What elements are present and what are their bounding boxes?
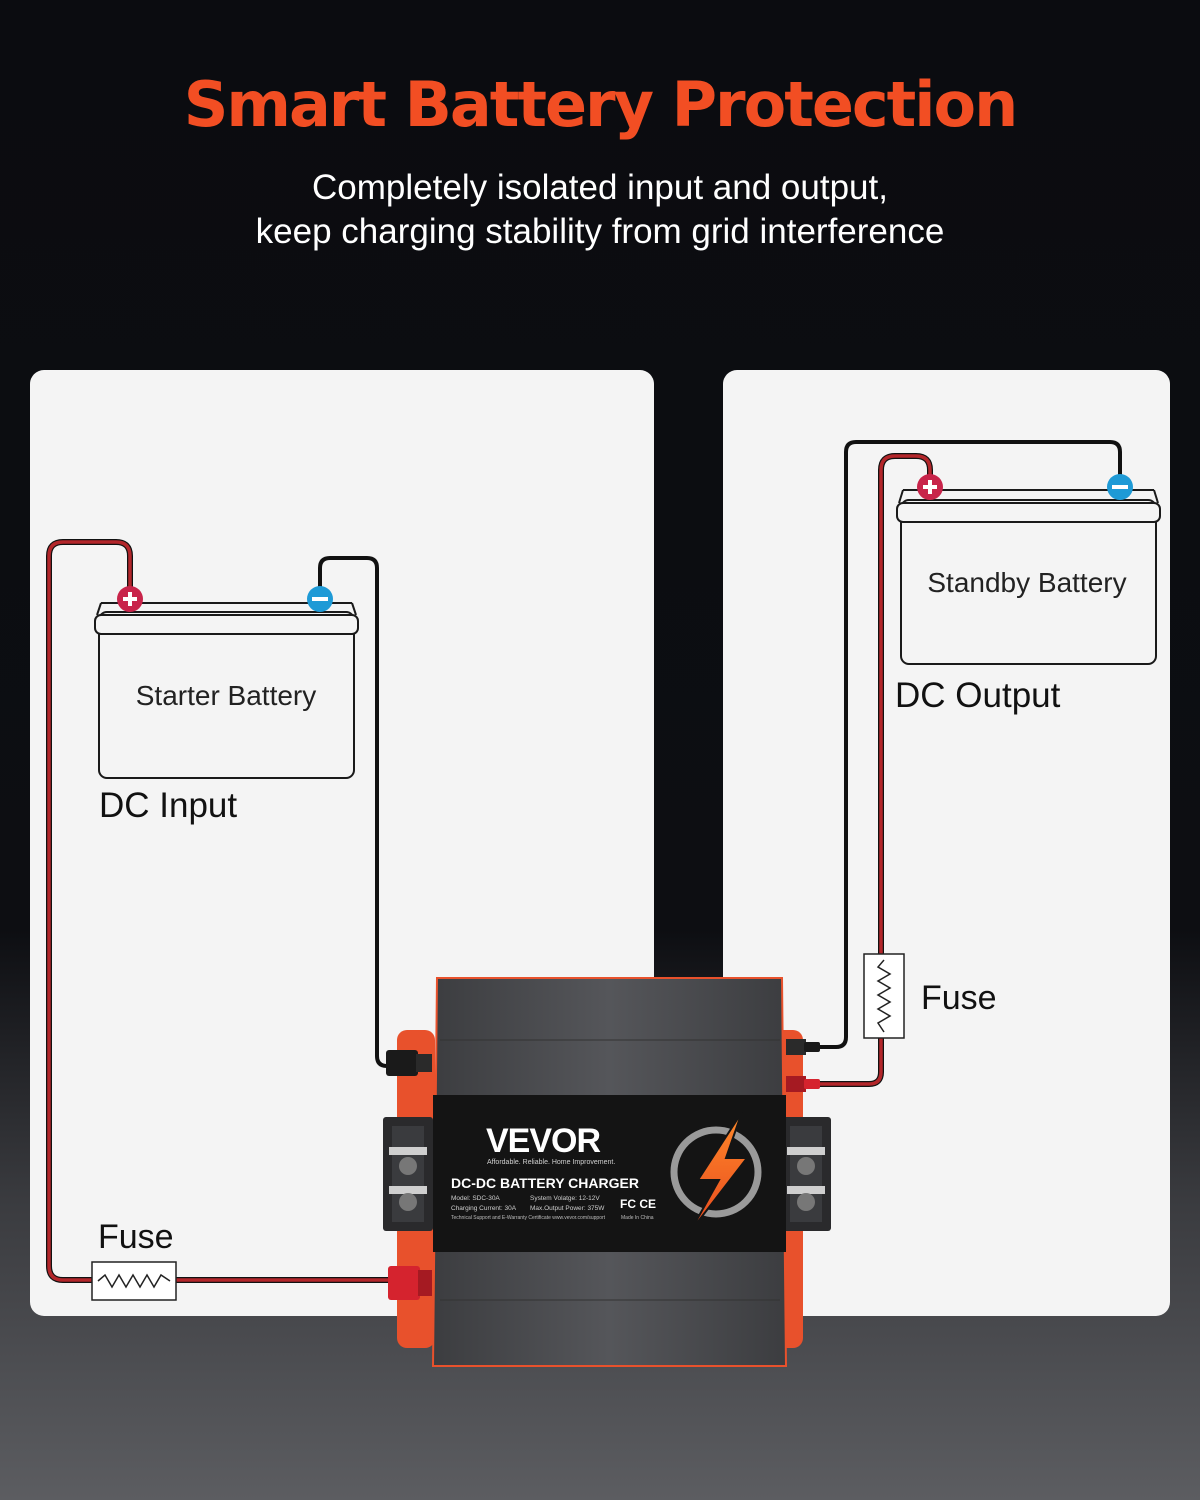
input-fuse-label: Fuse [98, 1218, 174, 1256]
standby-positive-terminal-icon [917, 474, 943, 500]
output-terminal-block [781, 1117, 831, 1231]
input-terminal-block [383, 1117, 433, 1231]
subtitle-line-2: keep charging stability from grid interf… [255, 212, 945, 251]
input-negative-connector [386, 1050, 432, 1076]
dc-output-label: DC Output [895, 676, 1061, 715]
output-negative-connector [786, 1039, 820, 1055]
spec-voltage: System Volatge: 12-12V [530, 1195, 600, 1202]
output-positive-wire [815, 453, 933, 1087]
starter-negative-terminal-icon [307, 586, 333, 612]
output-positive-connector [786, 1076, 820, 1092]
starter-battery [94, 602, 359, 779]
dc-dc-charger-device [383, 977, 831, 1367]
standby-battery [896, 489, 1161, 665]
input-positive-connector [388, 1266, 432, 1300]
spec-model: Model: SDC-30A [451, 1195, 500, 1202]
output-fuse-label: Fuse [921, 979, 997, 1017]
spec-power: Max.Output Power: 375W [530, 1205, 605, 1212]
output-fuse-icon [863, 953, 905, 1039]
certification-marks: FC CE [620, 1197, 656, 1211]
subtitle-line-1: Completely isolated input and output, [312, 168, 888, 207]
brand-logo-text: VEVOR [486, 1122, 600, 1160]
input-fuse-icon [91, 1261, 177, 1301]
support-text: Technical Support and E-Warranty Certifi… [451, 1215, 606, 1221]
input-positive-wire [46, 539, 392, 1283]
spec-current: Charging Current: 30A [451, 1205, 517, 1212]
origin-text: Made In China [621, 1215, 654, 1221]
product-name: DC-DC BATTERY CHARGER [451, 1175, 639, 1191]
page-subtitle: Completely isolated input and output, ke… [0, 166, 1200, 254]
input-negative-wire [318, 556, 400, 1068]
starter-positive-terminal-icon [117, 586, 143, 612]
page-title: Smart Battery Protection [183, 68, 1019, 141]
standby-battery-label: Standby Battery [927, 567, 1126, 598]
starter-battery-label: Starter Battery [136, 680, 317, 711]
dc-input-label: DC Input [99, 786, 237, 825]
output-negative-wire [815, 440, 1122, 1049]
standby-negative-terminal-icon [1107, 474, 1133, 500]
brand-tagline: Affordable. Reliable. Home Improvement. [487, 1159, 615, 1166]
lightning-bolt-icon [670, 1111, 762, 1233]
